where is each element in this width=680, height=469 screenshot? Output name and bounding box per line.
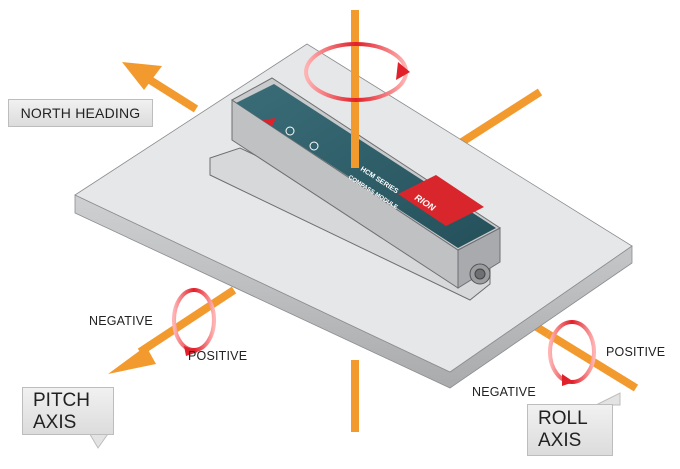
rotation-symbol-icon (285, 126, 295, 136)
roll-axis-label-line1: ROLL (538, 408, 588, 429)
south-axis-stub (459, 88, 543, 146)
yaw-rotation-arrow-icon (304, 42, 410, 102)
north-heading-label: NORTH HEADING (8, 99, 153, 127)
roll-axis-label-line2: AXIS (538, 430, 582, 451)
rotation-symbol-icon (309, 141, 319, 151)
pitch-axis-label-line1: PITCH (33, 390, 90, 411)
pitch-axis-arrow (108, 286, 237, 374)
pitch-axis-label-line2: AXIS (33, 412, 77, 433)
pitch-axis-label: PITCH AXIS (22, 387, 114, 435)
compass-module: HCM SERIES COMPASS MODULE RION (209, 77, 501, 301)
roll-negative-label: NEGATIVE (472, 385, 536, 399)
connector-icon (469, 263, 491, 285)
pitch-rotation-arrow-icon (172, 288, 216, 356)
roll-axis-label: ROLL AXIS (527, 404, 613, 456)
pitch-negative-label: NEGATIVE (89, 314, 153, 328)
north-axis-back (122, 62, 199, 113)
roll-positive-label: POSITIVE (606, 345, 666, 359)
heading-arrow-icon (262, 118, 276, 126)
roll-rotation-arrow-icon (548, 320, 596, 386)
pitch-positive-label: POSITIVE (188, 349, 248, 363)
